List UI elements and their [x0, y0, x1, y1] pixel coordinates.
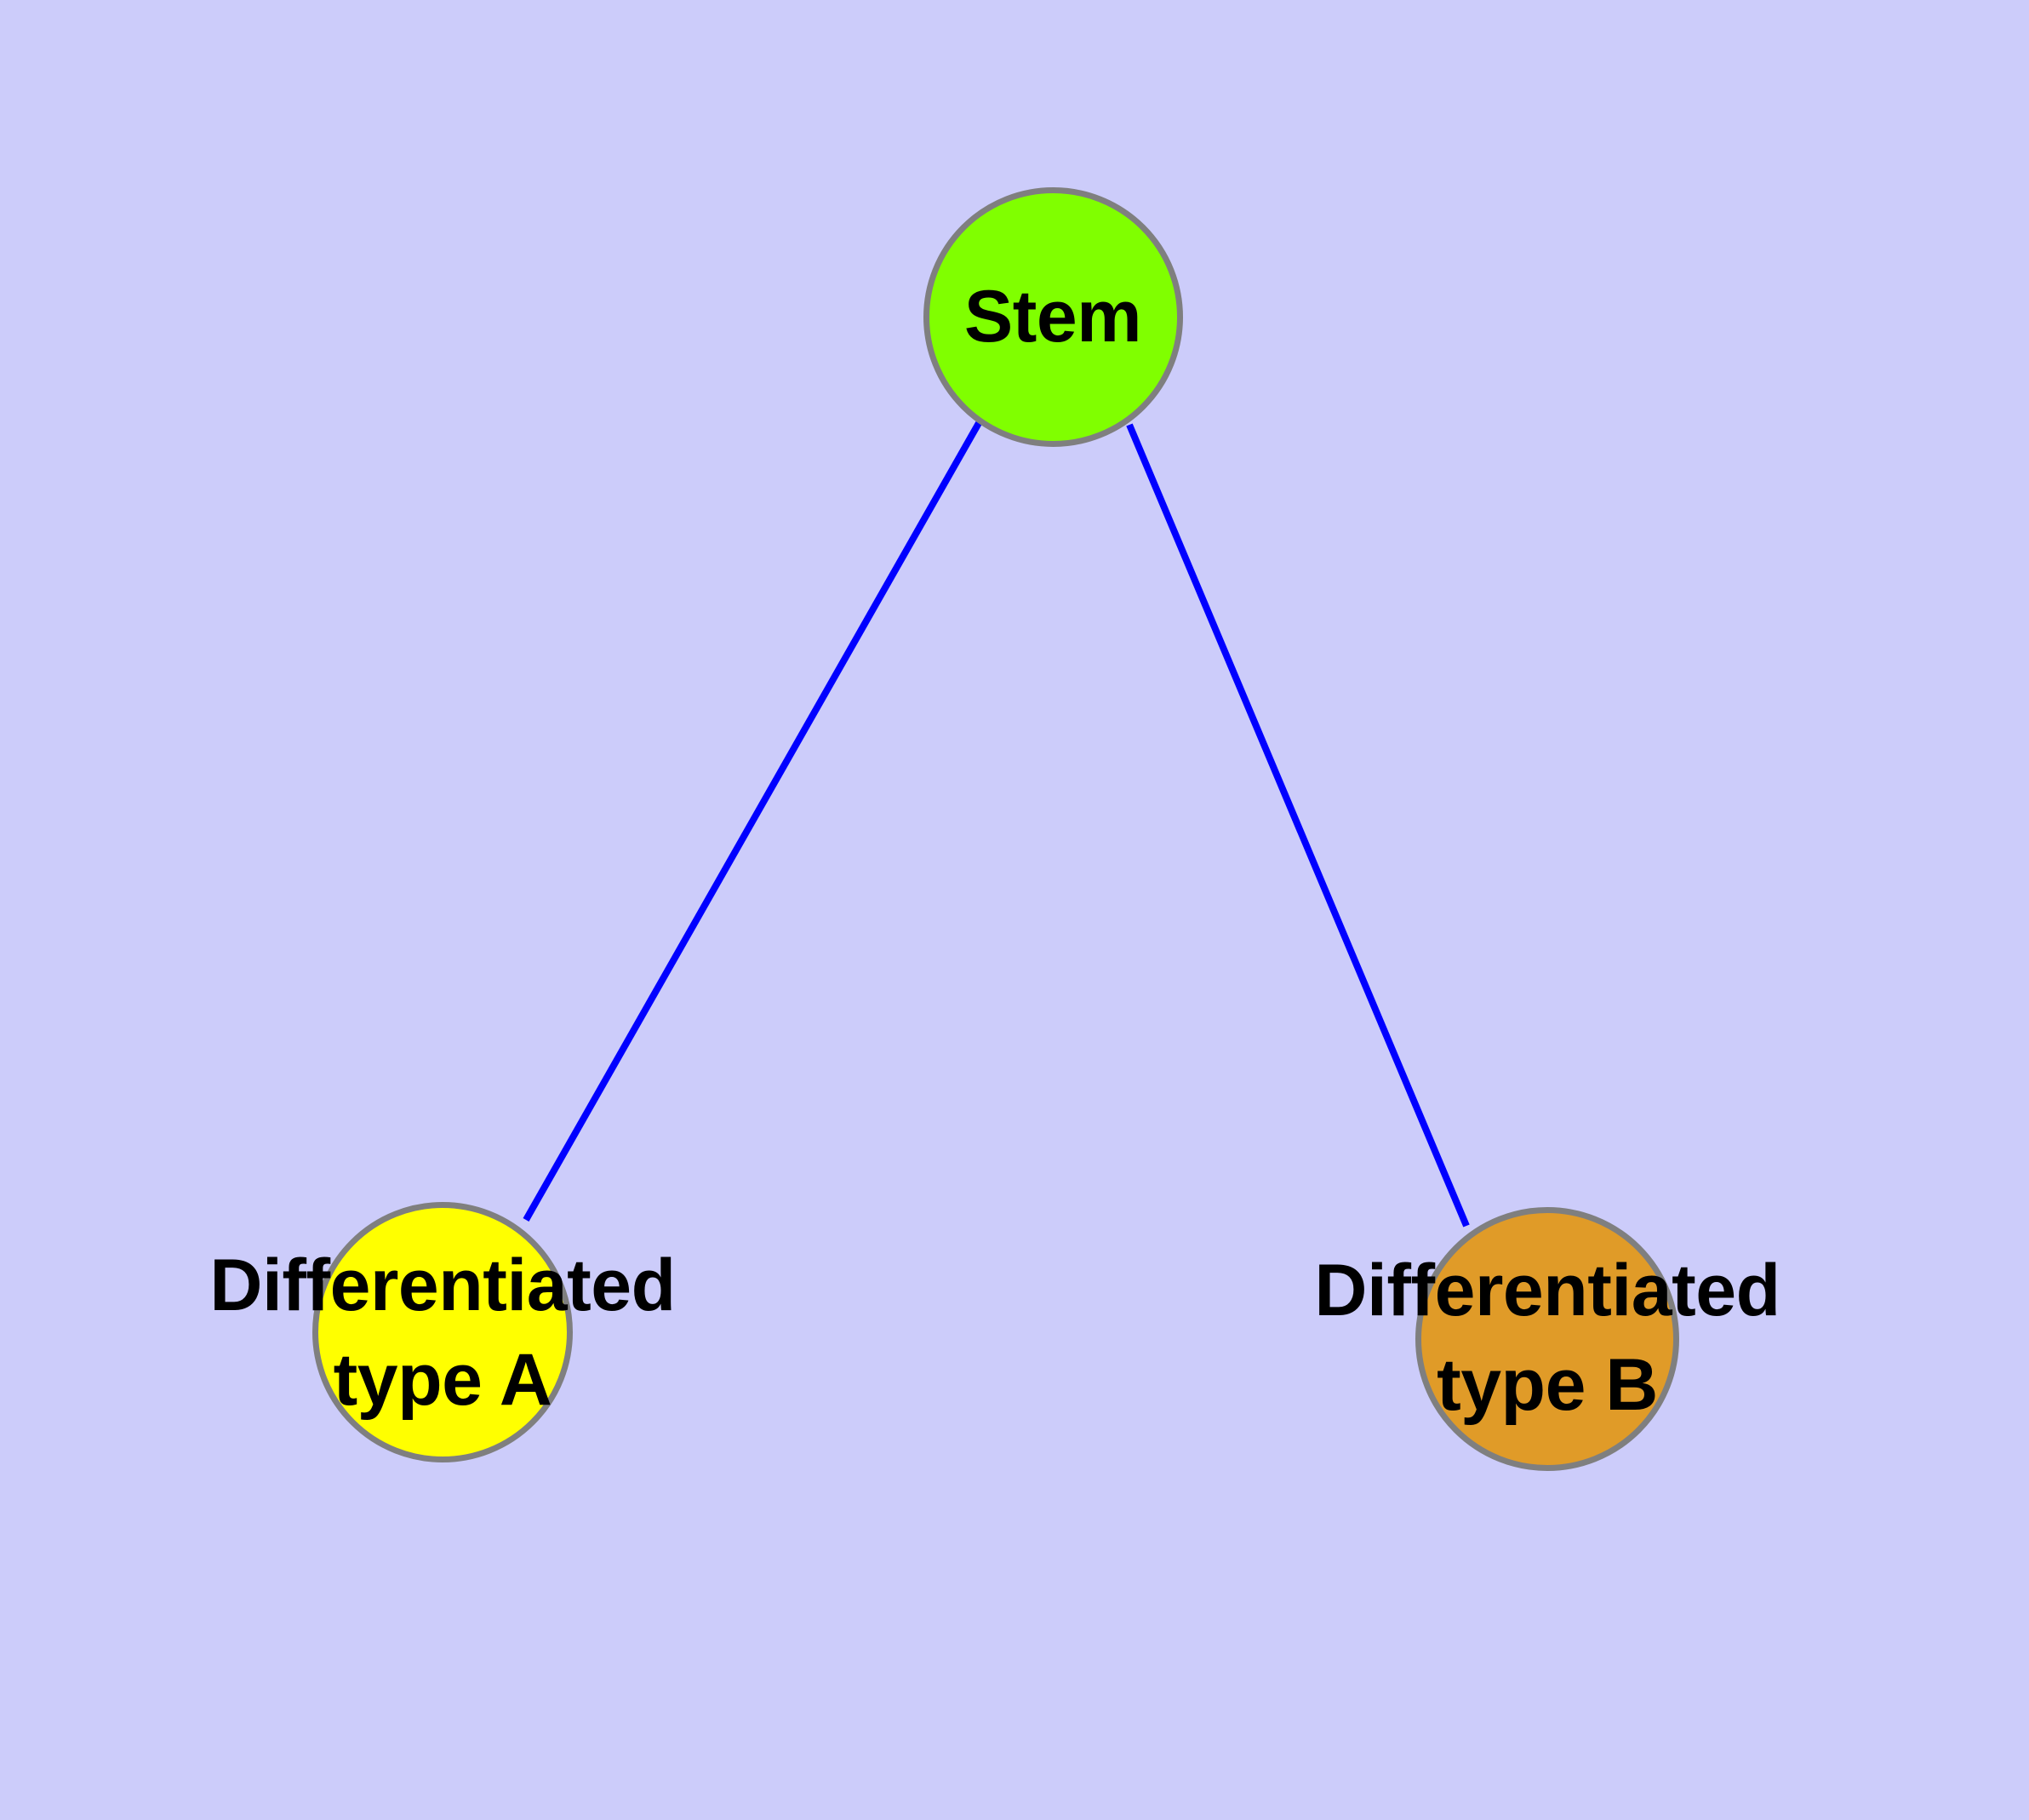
edge-stem-to-differentiated-type-b	[1126, 423, 1470, 1228]
node-stem[interactable]	[923, 187, 1183, 447]
node-differentiated-type-a[interactable]	[312, 1202, 573, 1462]
node-differentiated-type-b[interactable]	[1415, 1207, 1679, 1471]
edge-stem-to-differentiated-type-a	[523, 421, 982, 1222]
